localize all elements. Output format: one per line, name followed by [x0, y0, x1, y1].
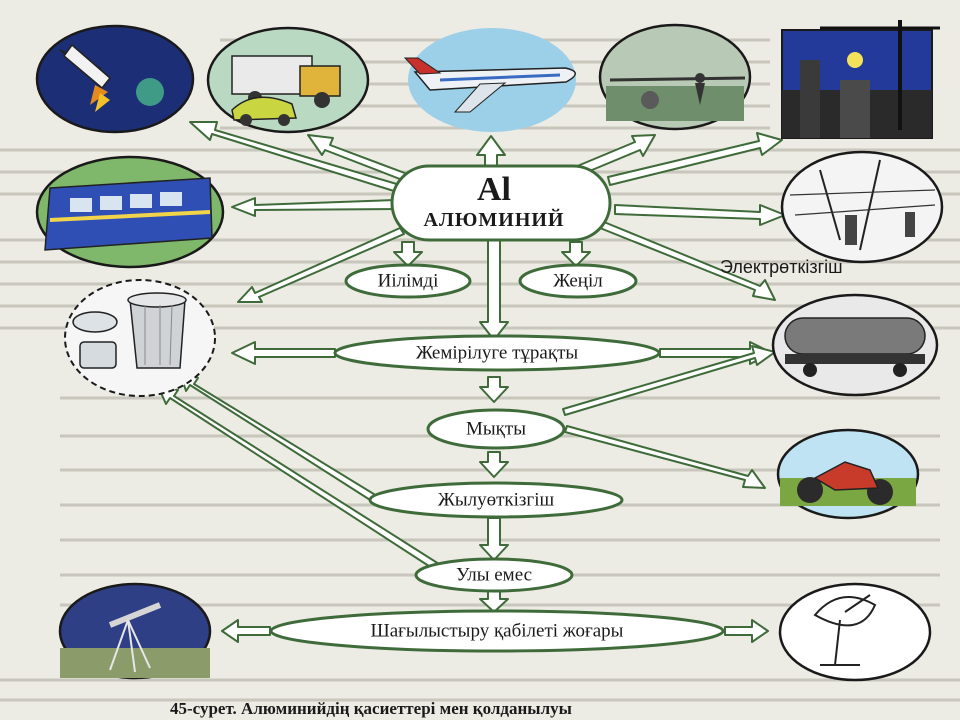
- property-strong-label: Мықты: [466, 418, 526, 439]
- arrow-conductor-kitchen: [179, 371, 383, 506]
- arrow-to-rocket: [189, 121, 401, 193]
- arrow-corrosion-kitchen: [231, 341, 336, 365]
- property-light: Жеңіл: [518, 263, 638, 299]
- property-malleable-label: Иілімді: [378, 270, 439, 291]
- property-corrosion-label: Жемірілуге тұрақты: [416, 342, 579, 363]
- side-label-electric: Электрөткізгіш: [720, 257, 843, 277]
- arrow-up-airplane: [476, 135, 506, 169]
- arrow-down-strong: [479, 376, 509, 403]
- arrow-to-trucks: [307, 134, 411, 182]
- kitchenware-icon: [64, 279, 216, 397]
- airplane-icon: [403, 28, 576, 132]
- arrow-strong-motorcycle: [564, 425, 766, 489]
- property-nontoxic-label: Улы емес: [456, 564, 532, 585]
- arrow-to-kitchenware: [237, 227, 405, 303]
- arrow-down-nontoxic: [479, 517, 509, 561]
- arrow-to-construction: [607, 132, 783, 186]
- arrow-down-light: [561, 241, 591, 267]
- figure-caption: 45-сурет. Алюминийдің қасиеттері мен қол…: [170, 699, 572, 718]
- property-light-label: Жеңіл: [553, 270, 603, 291]
- property-malleable: Иілімді: [344, 263, 472, 299]
- train-icon: [35, 155, 225, 269]
- arrow-reflective-telescope: [221, 619, 271, 643]
- arrow-to-workers: [574, 134, 656, 176]
- arrows: [157, 121, 786, 643]
- arrow-nontoxic-kitchen: [157, 385, 440, 571]
- property-nontoxic: Улы емес: [414, 557, 574, 593]
- center-node: Al АЛЮМИНИЙ: [390, 164, 612, 242]
- trucks-icon: [206, 26, 370, 134]
- arrow-down-conductor: [479, 451, 509, 478]
- arrow-to-train: [231, 197, 396, 217]
- motorcycle-icon: [776, 428, 920, 520]
- satellite-dish-icon: [778, 582, 932, 682]
- construction-icon: [781, 20, 940, 139]
- arrow-down-malleable: [393, 241, 423, 267]
- property-conductor: Жылуөткізгіш: [368, 481, 624, 519]
- property-reflective: Шағылыстыру қабілеті жоғары: [269, 609, 725, 653]
- power-lines-icon: [780, 150, 944, 264]
- center-symbol: Al: [477, 171, 511, 208]
- arrow-down-reflective: [479, 589, 509, 613]
- arrow-strong-tanker: [562, 345, 776, 416]
- arrow-reflective-dish: [724, 619, 769, 643]
- center-name: АЛЮМИНИЙ: [424, 208, 565, 231]
- property-strong: Мықты: [426, 408, 566, 450]
- arrow-to-powerlines: [614, 204, 786, 226]
- rocket-icon: [35, 24, 195, 134]
- property-conductor-label: Жылуөткізгіш: [438, 489, 555, 510]
- arrow-to-tanker: [599, 221, 776, 301]
- arrow-down-center: [479, 239, 509, 341]
- property-reflective-label: Шағылыстыру қабілеті жоғары: [371, 620, 624, 641]
- workers-icon: [598, 23, 752, 131]
- telescope-icon: [58, 582, 212, 680]
- tanker-icon: [771, 293, 939, 397]
- property-corrosion: Жемірілуге тұрақты: [333, 334, 661, 372]
